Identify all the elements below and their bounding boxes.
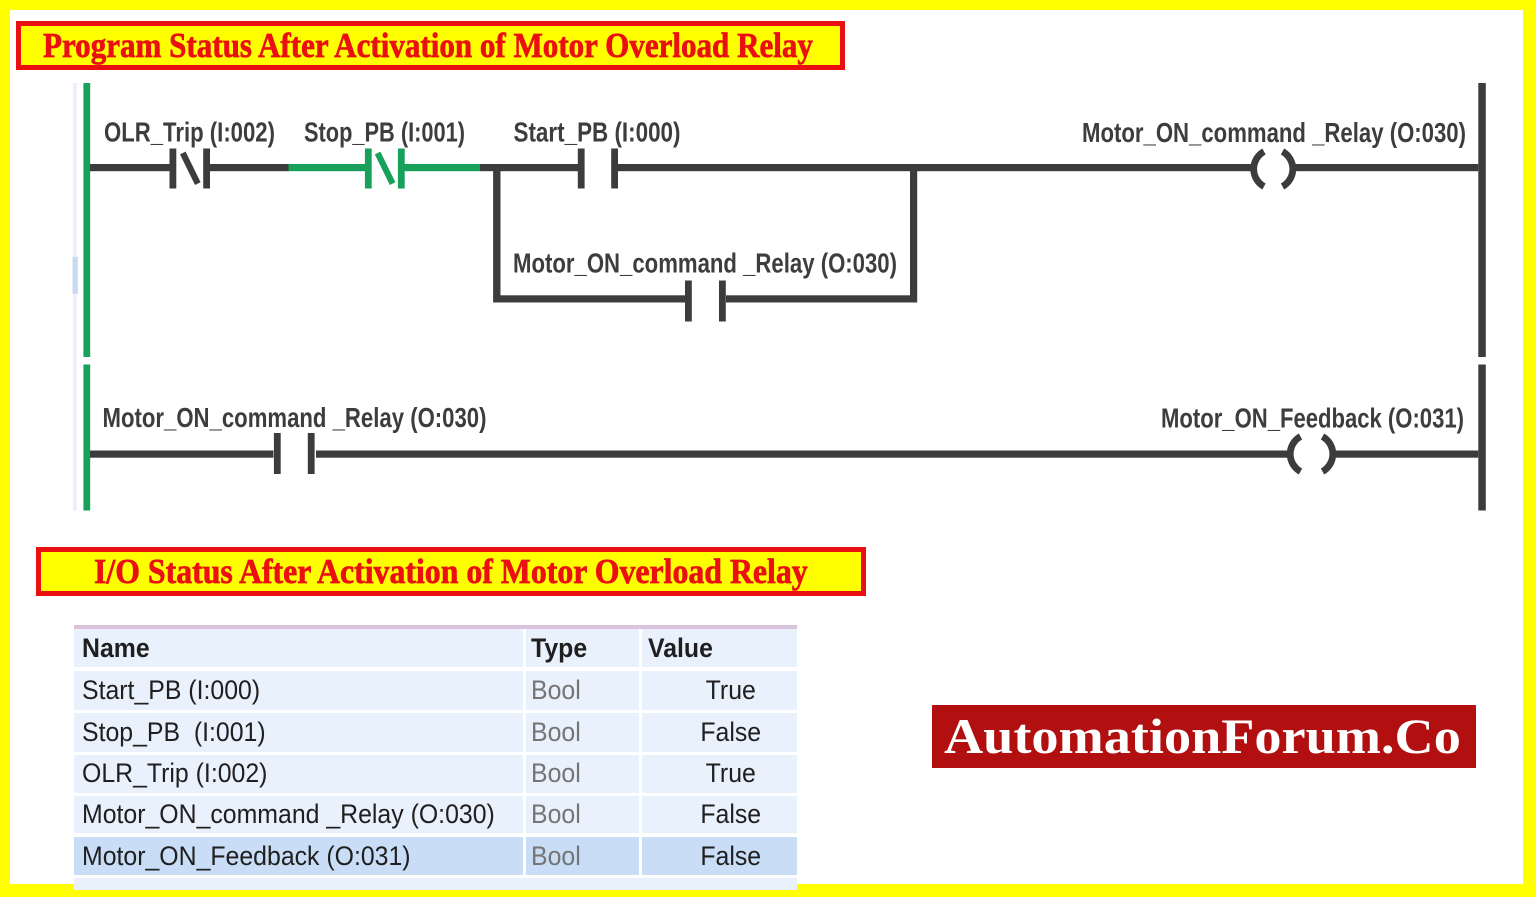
svg-text:Motor_ON_command _Relay (O:030: Motor_ON_command _Relay (O:030): [1082, 117, 1466, 148]
svg-text:Start_PB (I:000): Start_PB (I:000): [514, 117, 681, 148]
svg-text:Stop_PB (I:001): Stop_PB (I:001): [304, 117, 465, 148]
svg-text:OLR_Trip (I:002): OLR_Trip (I:002): [104, 117, 275, 148]
svg-text:Motor_ON_command _Relay (O:030: Motor_ON_command _Relay (O:030): [513, 248, 897, 279]
svg-text:Motor_ON_Feedback (O:031): Motor_ON_Feedback (O:031): [1161, 403, 1464, 434]
svg-text:Motor_ON_command _Relay (O:030: Motor_ON_command _Relay (O:030): [103, 402, 487, 433]
